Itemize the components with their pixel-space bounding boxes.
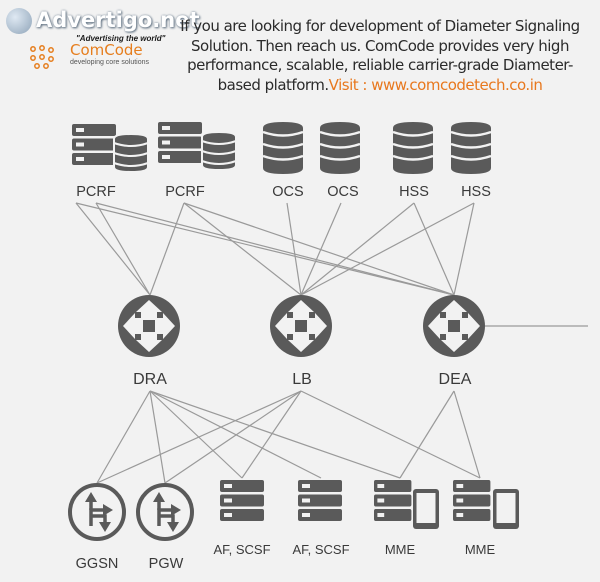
node-label-hss-2: HSS bbox=[461, 184, 491, 200]
connection-line bbox=[149, 390, 166, 484]
connection-line bbox=[300, 202, 415, 296]
company-name: ComCode bbox=[70, 41, 143, 59]
node-label-af-scsf-2: AF, SCSF bbox=[292, 542, 349, 557]
ocs-2-database-icon bbox=[318, 120, 362, 176]
mme-2-server-mobile-icon bbox=[453, 480, 519, 529]
brand-logo: Advertigo.net "Advertising the world" Co… bbox=[6, 8, 199, 70]
intro-text: If you are looking for development of Di… bbox=[180, 17, 580, 94]
hub-label-lb: LB bbox=[292, 371, 312, 388]
bottom-nodes-servers bbox=[220, 480, 519, 529]
dra-router-icon bbox=[118, 295, 180, 357]
connection-line bbox=[95, 202, 151, 296]
mme-1-server-mobile-icon bbox=[374, 480, 439, 529]
connection-line bbox=[413, 202, 455, 296]
hub-label-dea: DEA bbox=[439, 371, 472, 388]
connection-line bbox=[183, 202, 302, 296]
ocs-1-database-icon bbox=[261, 120, 305, 176]
visit-link[interactable]: Visit : www.comcodetech.co.in bbox=[328, 75, 543, 94]
intro-paragraph: If you are looking for development of Di… bbox=[170, 17, 590, 95]
connection-lines bbox=[75, 202, 588, 484]
connection-line bbox=[149, 390, 243, 479]
node-label-ocs-2: OCS bbox=[327, 184, 358, 200]
connection-line bbox=[95, 202, 455, 296]
connection-line bbox=[75, 202, 455, 296]
node-label-pcrf-1: PCRF bbox=[76, 184, 116, 200]
connection-line bbox=[241, 390, 302, 479]
node-label-mme-1: MME bbox=[385, 542, 416, 557]
connection-line bbox=[96, 390, 151, 484]
connection-line bbox=[300, 202, 342, 296]
connection-line bbox=[399, 390, 455, 479]
site-tagline: "Advertising the world" bbox=[76, 34, 166, 43]
node-label-pgw: PGW bbox=[149, 556, 184, 572]
site-name: Advertigo.net bbox=[36, 8, 200, 32]
af-scsf-1-server-icon bbox=[220, 480, 264, 521]
af-scsf-2-server-icon bbox=[298, 480, 342, 521]
top-nodes bbox=[72, 120, 493, 176]
node-label-ggsn: GGSN bbox=[76, 556, 119, 572]
comcode-dots-icon bbox=[30, 45, 54, 69]
pcrf-1-server-database-icon bbox=[72, 124, 149, 173]
connection-line bbox=[453, 390, 481, 479]
pgw-gateway-icon bbox=[136, 483, 194, 541]
hss-1-database-icon bbox=[391, 120, 435, 176]
hub-label-dra: DRA bbox=[133, 371, 167, 388]
connection-line bbox=[75, 202, 151, 296]
connection-line bbox=[286, 202, 302, 296]
pcrf-2-server-database-icon bbox=[158, 122, 237, 171]
ggsn-gateway-icon bbox=[68, 483, 126, 541]
lb-router-icon bbox=[270, 295, 332, 357]
company-subtitle: developing core solutions bbox=[70, 59, 149, 66]
connection-line bbox=[96, 390, 302, 484]
connection-line bbox=[149, 202, 185, 296]
globe-icon bbox=[6, 8, 32, 34]
node-label-af-scsf-1: AF, SCSF bbox=[213, 542, 270, 557]
connection-line bbox=[149, 390, 322, 479]
node-label-ocs-1: OCS bbox=[272, 184, 303, 200]
node-label-pcrf-2: PCRF bbox=[165, 184, 205, 200]
hss-2-database-icon bbox=[449, 120, 493, 176]
dea-router-icon bbox=[423, 295, 485, 357]
hub-nodes bbox=[118, 295, 485, 357]
connection-line bbox=[300, 390, 481, 479]
connection-line bbox=[149, 390, 401, 479]
connection-line bbox=[453, 202, 475, 296]
connection-line bbox=[164, 390, 302, 484]
connection-line bbox=[183, 202, 455, 296]
bottom-nodes-gateways bbox=[68, 483, 194, 541]
node-label-hss-1: HSS bbox=[399, 184, 429, 200]
node-label-mme-2: MME bbox=[465, 542, 496, 557]
connection-line bbox=[300, 202, 475, 296]
